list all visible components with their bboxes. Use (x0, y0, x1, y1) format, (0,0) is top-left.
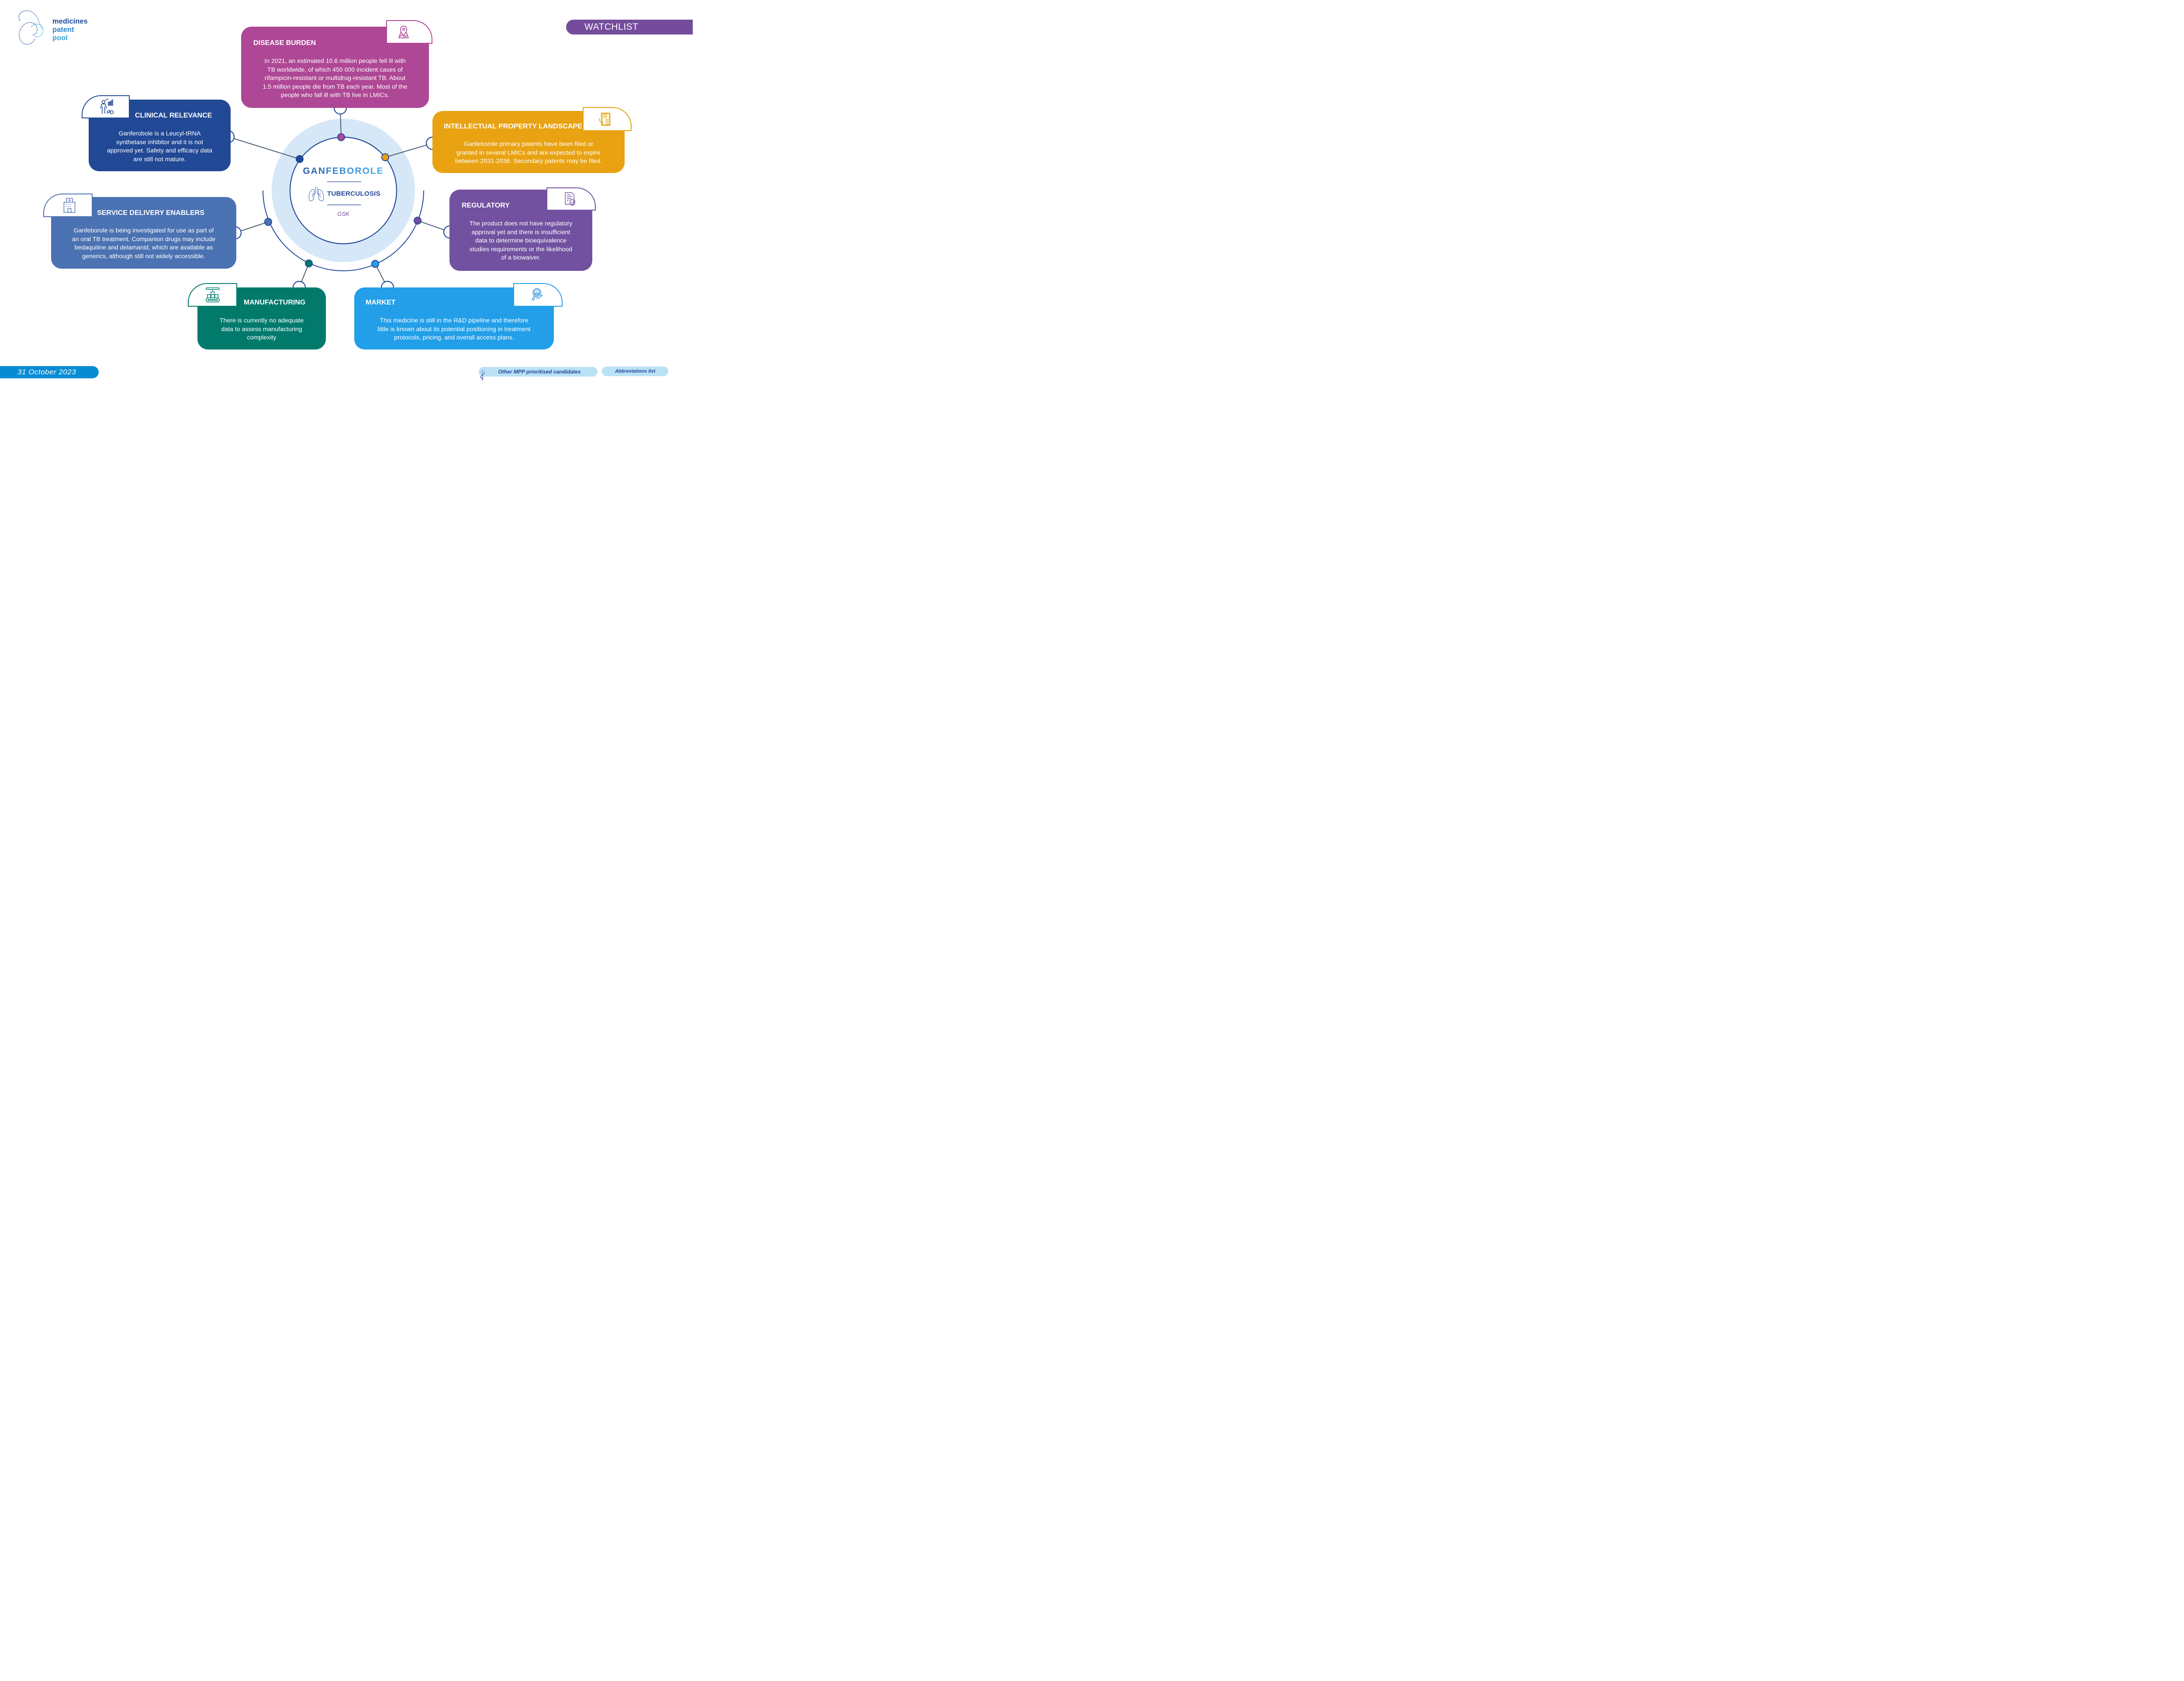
card-body: In 2021, an estimated 10.6 million peopl… (241, 57, 429, 100)
card-icon-tab (583, 107, 632, 131)
logo-line-1: medicines (52, 17, 88, 25)
card-title: DISEASE BURDEN (253, 39, 316, 47)
card-title: MANUFACTURING (244, 299, 306, 306)
card-icon-tab (188, 283, 237, 307)
lungs-icon (309, 187, 324, 201)
body-line: people who fall ill with TB live in LMIC… (280, 92, 390, 99)
body-line: The product does not have regulatory (469, 220, 573, 227)
body-line: complexity (247, 334, 276, 342)
body-line: TB worldwide, of which 450 000 incident … (267, 66, 403, 73)
regulatory-document-shield-icon (565, 192, 575, 206)
body-line: granted in several LMICs and are expecte… (456, 149, 601, 156)
body-line: synthetase inhibitor and it is not (116, 138, 203, 146)
body-line: approved yet. Safety and efficacy data (107, 147, 213, 155)
body-line: of a biowaiver. (501, 254, 541, 262)
body-line: between 2031-2036. Secondary patents may… (455, 158, 602, 165)
connector-line-clinical-relevance (228, 136, 300, 159)
logo-mark-icon (18, 10, 44, 45)
body-line: approval yet and there is insufficient (471, 228, 570, 236)
body-line: This medicine is still in the R&D pipeli… (380, 317, 529, 324)
abbreviations-label: Abbreviations list (615, 369, 656, 374)
hospital-icon (63, 198, 76, 213)
card-icon-tab (82, 95, 130, 118)
factory-conveyor-icon (206, 287, 220, 302)
hub-node-ip-landscape (381, 153, 389, 161)
body-line: bedaquiline and delamanid, which are ava… (74, 244, 213, 252)
body-line: Ganferobole is a Leucyl-tRNA (118, 130, 201, 137)
logo-line-2: patent (52, 26, 74, 34)
connector-line-ip-landscape (385, 143, 433, 158)
hub-diagram (221, 101, 457, 294)
card-body: Ganferobole is a Leucyl-tRNA synthetase … (89, 130, 231, 164)
watchlist-badge: WATCHLIST (566, 20, 693, 35)
body-line: data to determine bioequivalence (475, 237, 567, 245)
body-line: In 2021, an estimated 10.6 million peopl… (264, 58, 406, 65)
logo-wordmark: medicines patent pool (52, 17, 88, 42)
card-body: Ganfeborole is being investigated for us… (51, 227, 236, 261)
body-line: an oral TB treatment. Companion drugs ma… (72, 235, 216, 243)
card-title: CLINICAL RELEVANCE (135, 112, 212, 119)
card-icon-tab (386, 20, 432, 44)
hub-node-clinical-relevance (296, 155, 304, 163)
body-line: protocols, pricing, and overall access p… (394, 334, 514, 342)
body-line: generics, although still not widely acce… (82, 252, 205, 260)
card-body: There is currently no adequate data to a… (197, 317, 326, 342)
patient-data-icon (100, 99, 114, 114)
company-name: GSK (337, 211, 349, 217)
card-title: SERVICE DELIVERY ENABLERS (97, 209, 204, 217)
map-pin-icon (398, 25, 409, 38)
body-line: 1.5 million people die from TB each year… (263, 83, 408, 90)
cursor-click-icon (480, 370, 485, 380)
body-line: rifampicin-resistant or multidrug-resist… (264, 75, 406, 82)
card-service-delivery: SERVICE DELIVERY ENABLERS Ganfeborole is… (51, 197, 236, 269)
patent-document-icon (599, 112, 611, 126)
body-line: little is known about its potential posi… (377, 325, 531, 333)
card-icon-tab (513, 283, 563, 307)
hub-node-disease-burden (337, 133, 345, 141)
outer-arc (263, 190, 424, 271)
body-line: Ganfeborole primary patents have been fi… (463, 141, 594, 148)
body-line: There is currently no adequate (219, 317, 304, 324)
body-line: are still not mature. (133, 156, 186, 163)
abbreviations-button[interactable]: Abbreviations list (602, 367, 668, 376)
other-candidates-label: Other MPP prioritised candidates (498, 369, 581, 375)
hub-node-service-delivery (264, 218, 272, 226)
hub-node-manufacturing (305, 259, 313, 267)
card-body: This medicine is still in the R&D pipeli… (354, 317, 554, 342)
card-body: Ganfeborole primary patents have been fi… (432, 140, 625, 166)
card-market: MARKET This medicine is still in the R&D… (354, 287, 554, 349)
logo-line-3: pool (52, 34, 68, 42)
card-body: The product does not have regulatory app… (449, 220, 592, 263)
date-label: 31 October 2023 (0, 366, 99, 378)
body-line: studies requirements or the likelihood (469, 246, 572, 253)
card-title: INTELLECTUAL PROPERTY LANDSCAPE (444, 123, 582, 130)
body-line: data to assess manufacturing (221, 325, 302, 333)
hub-node-market (371, 260, 379, 268)
disease-name: TUBERCULOSIS (327, 190, 380, 197)
drug-name: GANFEBOROLE (290, 166, 397, 176)
other-candidates-button[interactable]: Other MPP prioritised candidates (479, 367, 598, 377)
hub-node-regulatory (414, 217, 422, 225)
card-icon-tab (43, 194, 93, 217)
body-line: Ganfeborole is being investigated for us… (73, 227, 214, 234)
card-title: MARKET (366, 299, 396, 306)
market-analysis-icon (532, 288, 543, 301)
card-title: REGULATORY (462, 202, 510, 209)
